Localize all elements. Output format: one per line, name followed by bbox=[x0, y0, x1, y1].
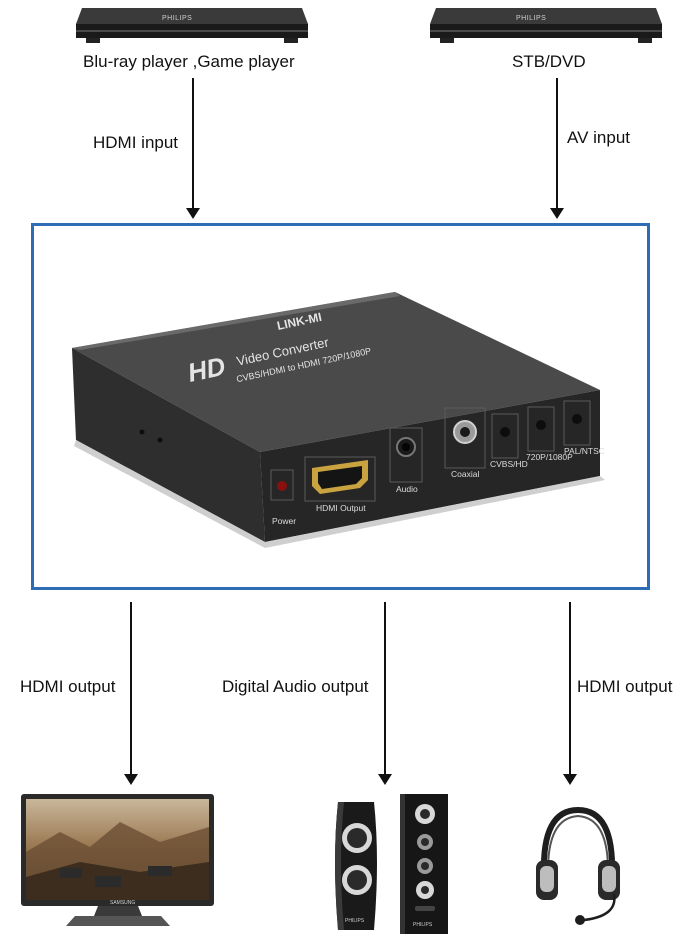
av-input-label: AV input bbox=[567, 128, 631, 147]
stb-brand: PHILIPS bbox=[516, 15, 546, 22]
hdmi-input-arrow bbox=[186, 78, 200, 219]
hd-video-converter-device: HD Video Converter CVBS/HDMI to HDMI 720… bbox=[72, 292, 605, 548]
audio-box bbox=[389, 427, 423, 483]
tv-brand: SAMSUNG bbox=[110, 900, 135, 906]
speaker-right-brand: PHILIPS bbox=[413, 922, 433, 928]
converter-frame bbox=[31, 223, 650, 590]
hdmi-input-label: HDMI input bbox=[93, 133, 179, 152]
headset-mic bbox=[575, 915, 585, 925]
cvbs-hd-label: CVBS/HD bbox=[490, 459, 528, 469]
source-label-left: Blu-ray player ,Game player bbox=[83, 52, 295, 71]
bluray-player: PHILIPS bbox=[76, 8, 308, 43]
res-label: 720P/1080P bbox=[526, 452, 573, 462]
headset bbox=[536, 806, 620, 925]
pal-ntsc-button bbox=[572, 414, 582, 424]
coaxial-box bbox=[444, 407, 486, 469]
pal-ntsc-label: PAL/NTSC bbox=[564, 446, 605, 456]
power-led-box bbox=[270, 469, 294, 501]
bluray-brand: PHILIPS bbox=[162, 15, 192, 22]
speakers: PHILIPS PHILIPS bbox=[335, 794, 448, 934]
digital-audio-output-arrow bbox=[378, 602, 392, 785]
coaxial-label: Coaxial bbox=[451, 469, 479, 479]
power-led bbox=[277, 481, 287, 491]
hdmi-output-label-right: HDMI output bbox=[577, 677, 673, 696]
stb-dvd-player: PHILIPS bbox=[430, 8, 662, 43]
speaker-left-brand: PHILIPS bbox=[345, 918, 365, 924]
digital-audio-output-label: Digital Audio output bbox=[222, 677, 369, 696]
audio-label: Audio bbox=[396, 484, 418, 494]
television: SAMSUNG bbox=[21, 794, 214, 926]
hdmi-output-label: HDMI Output bbox=[316, 503, 366, 513]
res-button bbox=[536, 420, 546, 430]
source-label-right: STB/DVD bbox=[512, 52, 586, 71]
hdmi-output-arrow-right bbox=[563, 602, 577, 785]
hdmi-output-box bbox=[304, 456, 376, 502]
power-label: Power bbox=[272, 516, 296, 526]
hdmi-output-label-left: HDMI output bbox=[20, 677, 116, 696]
cvbs-hd-button bbox=[500, 427, 510, 437]
hdmi-output-arrow-left bbox=[124, 602, 138, 785]
av-input-arrow bbox=[550, 78, 564, 219]
